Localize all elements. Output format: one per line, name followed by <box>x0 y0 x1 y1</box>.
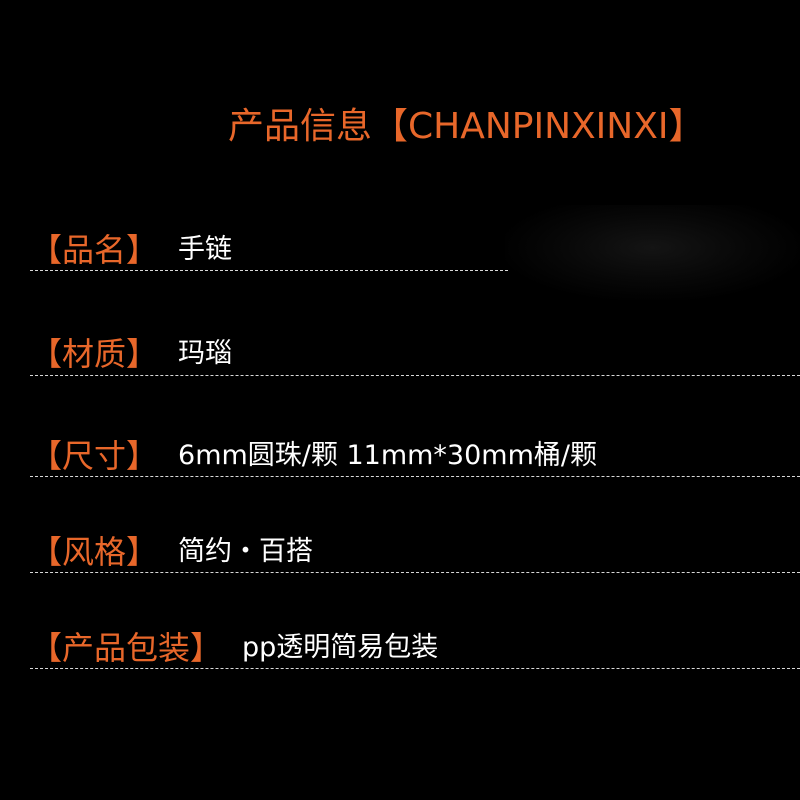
row-value-size: 6mm圆珠/颗 11mm*30mm桶/颗 <box>178 440 597 471</box>
info-row-size: 【尺寸】 6mm圆珠/颗 11mm*30mm桶/颗 <box>30 434 597 478</box>
dashed-divider <box>30 572 800 573</box>
dashed-divider <box>30 668 800 669</box>
row-label-name: 【品名】 <box>30 231 159 269</box>
row-label-style: 【风格】 <box>30 533 159 571</box>
row-label-material: 【材质】 <box>30 335 159 373</box>
row-value-material: 玛瑙 <box>178 338 233 369</box>
background-smudge <box>505 205 800 300</box>
row-value-style: 简约・百搭 <box>178 536 314 567</box>
info-row-name: 【品名】手链 <box>30 228 232 272</box>
row-value-packaging: pp透明简易包装 <box>242 632 439 663</box>
row-label-size: 【尺寸】 <box>30 437 159 475</box>
info-row-material: 【材质】玛瑙 <box>30 332 232 376</box>
dashed-divider <box>30 476 800 477</box>
info-row-packaging: 【产品包装】 pp透明简易包装 <box>30 626 438 670</box>
row-value-name: 手链 <box>178 234 233 265</box>
dashed-divider <box>30 375 800 376</box>
page-title: 产品信息【CHANPINXINXI】 <box>228 106 705 147</box>
row-label-packaging: 【产品包装】 <box>30 629 223 667</box>
info-row-style: 【风格】简约・百搭 <box>30 530 313 574</box>
dashed-divider <box>30 270 508 271</box>
